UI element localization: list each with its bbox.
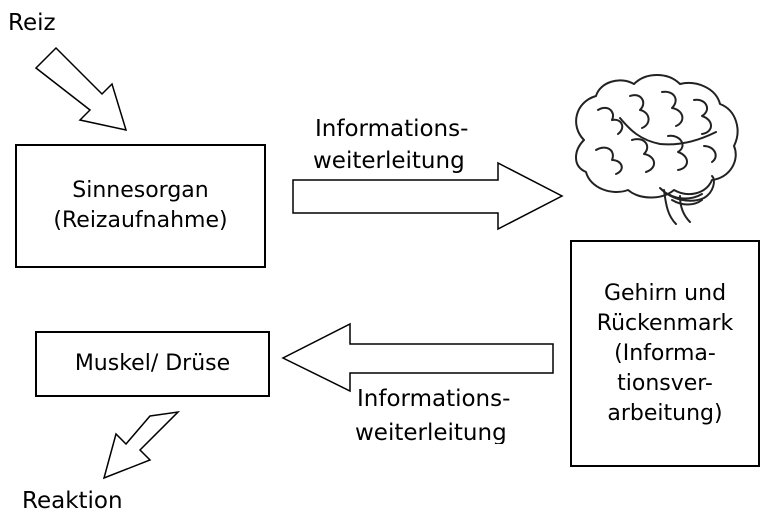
brain-box-line-1: Gehirn und <box>603 280 727 306</box>
transmission-arrow-right <box>292 161 564 231</box>
reaction-arrow <box>102 410 181 480</box>
brain-spinal-cord-box: Gehirn und Rückenmark (Informa- tionsver… <box>570 240 760 467</box>
effector-box: Muskel/ Drüse <box>35 331 270 397</box>
transmission-arrow-left <box>281 322 554 393</box>
sense-organ-subtitle: (Reizaufnahme) <box>53 208 228 233</box>
brain-box-line-5: arbeitung) <box>607 400 723 426</box>
stimulus-label: Reiz <box>8 10 56 36</box>
transmission-top-line2: weiterleitung <box>313 148 465 174</box>
reaction-label: Reaktion <box>22 488 123 514</box>
transmission-top-line1: Informations- <box>315 116 469 142</box>
stimulus-arrow <box>34 46 128 132</box>
brain-box-line-2: Rückenmark <box>596 310 734 336</box>
sense-organ-box: Sinnesorgan (Reizaufnahme) <box>15 144 266 268</box>
sense-organ-title: Sinnesorgan <box>72 178 209 203</box>
brain-box-line-4: tionsver- <box>617 370 713 396</box>
transmission-bottom-line1: Informations- <box>357 386 511 412</box>
brain-illustration-icon <box>575 74 739 225</box>
transmission-bottom-line2: weiterleitung <box>355 420 507 444</box>
brain-box-line-3: (Informa- <box>614 340 716 366</box>
effector-label: Muskel/ Drüse <box>74 351 231 376</box>
